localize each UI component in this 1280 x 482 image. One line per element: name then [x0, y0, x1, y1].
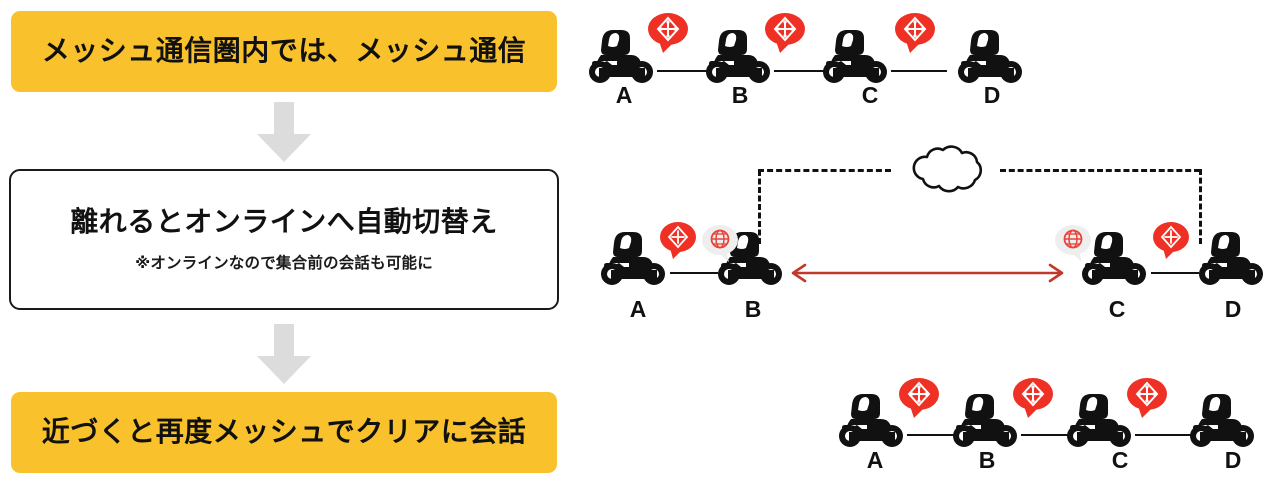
step-2-subtitle: ※オンラインなので集合前の会話も可能に [135, 254, 433, 272]
step-1-title: メッシュ通信圏内では、メッシュ通信 [41, 35, 527, 67]
step-panel-2: 離れるとオンラインへ自動切替え ※オンラインなので集合前の会話も可能に [9, 169, 559, 310]
rider-d-middle [1195, 226, 1269, 288]
bubble-mesh-b-bottom [1010, 375, 1056, 421]
bubble-online-b-middle [697, 220, 743, 266]
bubble-mesh-c-bottom [1124, 375, 1170, 421]
bubble-mesh-a-bottom [896, 375, 942, 421]
rider-c-top [819, 24, 893, 86]
step-panel-1: メッシュ通信圏内では、メッシュ通信 [11, 11, 557, 92]
rider-label-a-top: A [615, 82, 633, 108]
rider-d-bottom [1186, 388, 1260, 450]
step-3-title: 近づくと再度メッシュでクリアに会話 [41, 416, 527, 448]
mesh-link-cd-middle [1151, 272, 1199, 274]
rider-label-d-top: D [983, 82, 1001, 108]
rider-a-middle [597, 226, 671, 288]
rider-a-top [585, 24, 659, 86]
bubble-mesh-d-middle [1148, 218, 1194, 264]
bubble-mesh-a-middle [655, 218, 701, 264]
bubble-mesh-a-top [645, 10, 691, 56]
cloud-internet-icon [897, 140, 1001, 198]
rider-c-bottom [1063, 388, 1137, 450]
rider-label-c-top: C [861, 82, 879, 108]
rider-a-bottom [835, 388, 909, 450]
rider-label-b-middle: B [744, 296, 762, 322]
bubble-online-c-middle [1050, 220, 1096, 266]
bubble-mesh-c-top [892, 10, 938, 56]
mesh-link-cd-bottom [1135, 434, 1191, 436]
mesh-link-bc-top [774, 70, 830, 72]
bubble-mesh-b-top [762, 10, 808, 56]
rider-label-d-middle: D [1224, 296, 1242, 322]
mesh-link-cd-top [891, 70, 947, 72]
rider-c-middle [1078, 226, 1152, 288]
mesh-link-ab-middle [670, 272, 718, 274]
rider-label-a-middle: A [629, 296, 647, 322]
rider-label-c-middle: C [1108, 296, 1126, 322]
step-panel-3: 近づくと再度メッシュでクリアに会話 [11, 392, 557, 473]
internet-path-left-horizontal [758, 169, 891, 172]
step-2-title: 離れるとオンラインへ自動切替え [70, 206, 498, 238]
mesh-link-ab-top [657, 70, 713, 72]
rider-b-top [702, 24, 776, 86]
flow-arrow-down-1 [257, 102, 311, 162]
rider-label-a-bottom: A [866, 447, 884, 473]
internet-path-left-vertical [758, 170, 761, 244]
rider-b-bottom [949, 388, 1023, 450]
internet-path-right-vertical [1199, 169, 1202, 244]
rider-label-b-bottom: B [978, 447, 996, 473]
rider-d-top [954, 24, 1028, 86]
rider-label-d-bottom: D [1224, 447, 1242, 473]
online-two-way-arrow [785, 262, 1070, 284]
rider-b-middle [714, 226, 788, 288]
mesh-link-ab-bottom [907, 434, 963, 436]
rider-label-b-top: B [731, 82, 749, 108]
mesh-link-bc-bottom [1021, 434, 1077, 436]
internet-path-right-horizontal [1000, 169, 1200, 172]
flow-arrow-down-2 [257, 324, 311, 384]
rider-label-c-bottom: C [1111, 447, 1129, 473]
